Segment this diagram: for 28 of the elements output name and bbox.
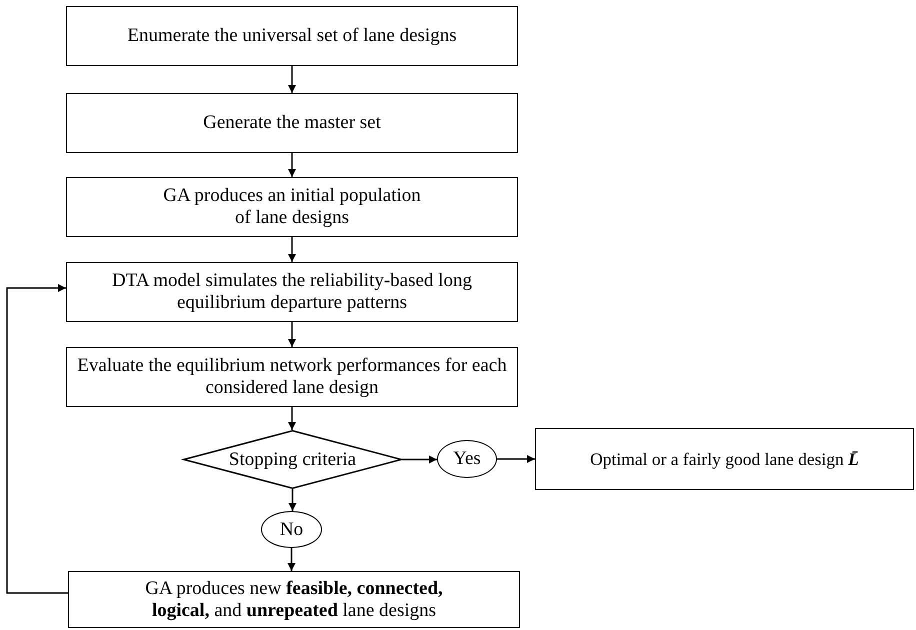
step-text: Optimal or a fairly good lane design L̄ <box>590 448 859 470</box>
step-text: DTA model simulates the reliability-based long equilibrium departure patterns <box>111 270 473 314</box>
process-box <box>66 262 518 322</box>
arrow <box>288 66 296 93</box>
decision-diamond <box>183 430 402 489</box>
arrow <box>288 407 296 430</box>
step-text: Yes <box>453 448 481 470</box>
process-box <box>66 6 518 66</box>
process-box <box>535 428 914 490</box>
arrow <box>288 153 296 177</box>
step-text: GA produces new feasible, connected, logical, and unrepeated lane designs <box>144 578 444 622</box>
arrow <box>402 456 437 464</box>
step-text: Enumerate the universal set of lane designs <box>127 25 457 47</box>
process-box <box>68 571 520 628</box>
process-box <box>66 93 518 153</box>
step-text: Generate the master set <box>203 112 381 134</box>
arrow <box>288 322 296 347</box>
arrow <box>288 548 296 571</box>
arrow <box>288 237 296 262</box>
step-text: GA produces an initial population of lane designs <box>162 185 422 229</box>
step-text: Evaluate the equilibrium network performances for each considered lane design <box>76 355 508 399</box>
arrow <box>6 284 68 594</box>
process-box <box>66 177 518 237</box>
process-box <box>66 347 518 407</box>
step-text: Stopping criteria <box>228 448 356 470</box>
arrow <box>497 455 535 463</box>
arrow <box>288 489 296 511</box>
step-text: No <box>280 518 304 540</box>
